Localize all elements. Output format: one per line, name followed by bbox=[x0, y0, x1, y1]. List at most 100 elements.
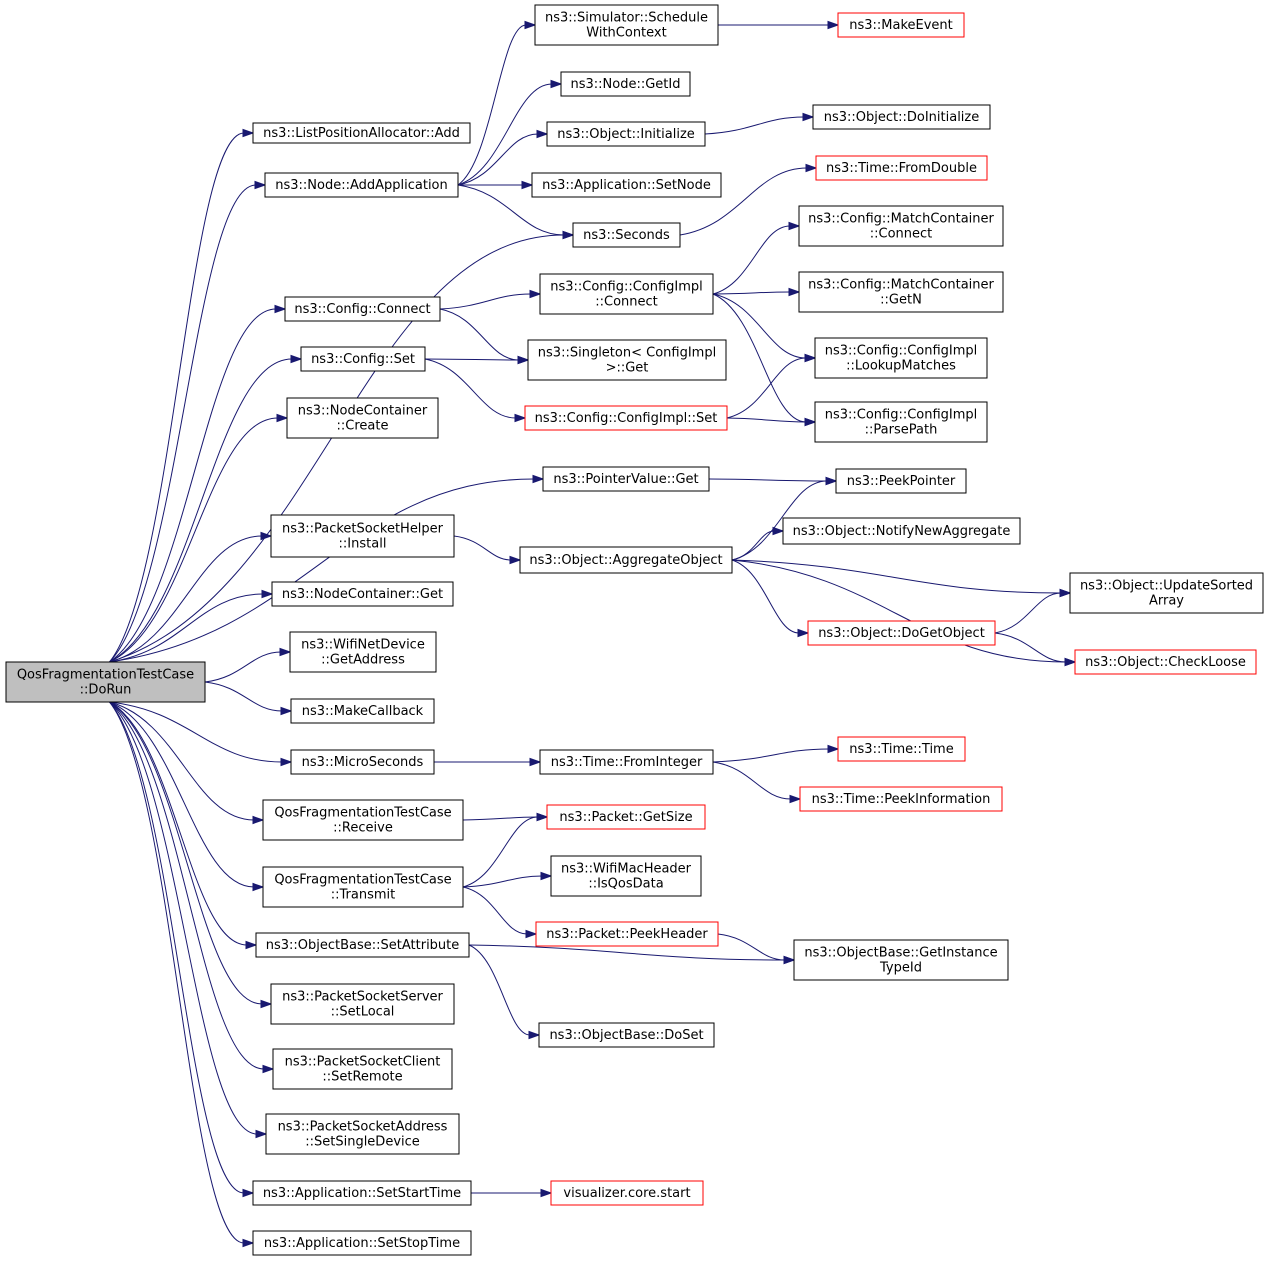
node-obj-doinit[interactable]: ns3::Object::DoInitialize bbox=[812, 104, 991, 130]
edge-root-to-nc-get bbox=[109, 589, 274, 663]
node-obj-dogetobject[interactable]: ns3::Object::DoGetObject bbox=[807, 620, 996, 646]
edge-root-to-psa-setsingle bbox=[109, 701, 268, 1139]
node-node-addapp[interactable]: ns3::Node::AddApplication bbox=[264, 172, 459, 198]
node-app-setnode[interactable]: ns3::Application::SetNode bbox=[531, 172, 722, 198]
edge-cfg-set-to-cfgimpl-set bbox=[424, 358, 527, 423]
node-mc-getn[interactable]: ns3::Config::MatchContainer::GetN bbox=[798, 271, 1004, 313]
node-label: ns3::ListPositionAllocator::Add bbox=[263, 126, 460, 141]
node-cfgimpl-parse[interactable]: ns3::Config::ConfigImpl::ParsePath bbox=[814, 401, 988, 443]
node-box bbox=[814, 337, 988, 379]
node-box bbox=[290, 698, 435, 724]
node-obj-notify[interactable]: ns3::Object::NotifyNewAggregate bbox=[782, 517, 1021, 545]
edge-obj-dogetobject-to-obj-update bbox=[994, 588, 1072, 634]
node-node-getid[interactable]: ns3::Node::GetId bbox=[560, 71, 691, 97]
node-box bbox=[814, 401, 988, 443]
node-time-fromdouble[interactable]: ns3::Time::FromDouble bbox=[815, 155, 988, 181]
node-obj-aggregate[interactable]: ns3::Object::AggregateObject bbox=[519, 546, 733, 574]
node-label: ns3::ObjectBase::GetInstance bbox=[804, 946, 997, 961]
edge-obj-aggregate-to-obj-dogetobject bbox=[731, 559, 810, 638]
node-cfgimpl-lookup[interactable]: ns3::Config::ConfigImpl::LookupMatches bbox=[814, 337, 988, 379]
node-label: ns3::Object::NotifyNewAggregate bbox=[793, 524, 1011, 539]
edge-root-to-app-setstop bbox=[109, 701, 255, 1248]
edge-pv-get-to-peekpointer bbox=[708, 476, 838, 486]
node-microseconds[interactable]: ns3::MicroSeconds bbox=[290, 749, 435, 775]
node-box bbox=[252, 1230, 472, 1256]
edge-root-to-makecallback bbox=[204, 681, 293, 716]
node-box bbox=[252, 122, 471, 144]
node-box bbox=[519, 546, 733, 574]
node-cfgimpl-set[interactable]: ns3::Config::ConfigImpl::Set bbox=[524, 405, 728, 431]
node-label: ::LookupMatches bbox=[846, 359, 956, 374]
node-label: ns3::Object::UpdateSorted bbox=[1080, 579, 1253, 594]
node-app-setstop[interactable]: ns3::Application::SetStopTime bbox=[252, 1230, 472, 1256]
node-label: ns3::Application::SetStartTime bbox=[263, 1186, 461, 1201]
edge-root-to-pss-setlocal bbox=[109, 701, 273, 1009]
node-label: ::ParsePath bbox=[865, 423, 938, 438]
node-time-time[interactable]: ns3::Time::Time bbox=[837, 736, 966, 762]
node-box bbox=[271, 581, 454, 607]
edge-cfgimpl-connect-to-mc-getn bbox=[712, 287, 801, 297]
node-viz-start[interactable]: visualizer.core.start bbox=[550, 1180, 704, 1206]
node-box bbox=[798, 205, 1004, 247]
node-box bbox=[837, 736, 966, 762]
node-makeevent[interactable]: ns3::MakeEvent bbox=[837, 12, 965, 38]
node-time-fromint[interactable]: ns3::Time::FromInteger bbox=[539, 749, 714, 775]
node-wmh-isqos[interactable]: ns3::WifiMacHeader::IsQosData bbox=[550, 855, 702, 897]
node-box bbox=[560, 71, 691, 97]
node-peekpointer[interactable]: ns3::PeekPointer bbox=[835, 468, 967, 494]
node-box bbox=[1069, 572, 1264, 614]
node-obj-checkloose[interactable]: ns3::Object::CheckLoose bbox=[1074, 649, 1257, 675]
node-cfg-connect[interactable]: ns3::Config::Connect bbox=[284, 296, 441, 322]
node-mc-connect[interactable]: ns3::Config::MatchContainer::Connect bbox=[798, 205, 1004, 247]
node-label: ns3::Config::Connect bbox=[294, 302, 430, 317]
node-qos-receive[interactable]: QosFragmentationTestCase::Receive bbox=[262, 799, 464, 841]
node-makecallback[interactable]: ns3::MakeCallback bbox=[290, 698, 435, 724]
node-box bbox=[265, 1113, 460, 1155]
node-box bbox=[284, 296, 441, 322]
node-seconds[interactable]: ns3::Seconds bbox=[572, 222, 681, 248]
node-psc-setremote[interactable]: ns3::PacketSocketClient::SetRemote bbox=[272, 1048, 453, 1090]
node-box bbox=[289, 631, 437, 673]
node-wnd-getaddr[interactable]: ns3::WifiNetDevice::GetAddress bbox=[289, 631, 437, 673]
node-nc-get[interactable]: ns3::NodeContainer::Get bbox=[271, 581, 454, 607]
node-pv-get[interactable]: ns3::PointerValue::Get bbox=[542, 466, 710, 492]
edge-cfgimpl-connect-to-cfgimpl-parse bbox=[712, 293, 817, 427]
node-ob-setattr[interactable]: ns3::ObjectBase::SetAttribute bbox=[255, 932, 470, 958]
node-time-peekinfo[interactable]: ns3::Time::PeekInformation bbox=[799, 786, 1003, 812]
node-nc-create[interactable]: ns3::NodeContainer::Create bbox=[286, 397, 439, 439]
node-label: ::Transmit bbox=[331, 888, 396, 903]
edge-ob-setattr-to-ob-getinst bbox=[468, 944, 796, 965]
node-cfg-set[interactable]: ns3::Config::Set bbox=[300, 346, 426, 372]
node-box bbox=[252, 1180, 472, 1206]
node-ob-doset[interactable]: ns3::ObjectBase::DoSet bbox=[538, 1022, 715, 1048]
node-singleton-get[interactable]: ns3::Singleton< ConfigImpl>::Get bbox=[527, 339, 727, 381]
node-pkt-getsize[interactable]: ns3::Packet::GetSize bbox=[546, 804, 706, 830]
node-box bbox=[524, 405, 728, 431]
node-label: ns3::Object::CheckLoose bbox=[1085, 655, 1246, 670]
node-label: ::Create bbox=[337, 419, 389, 434]
node-lpa-add[interactable]: ns3::ListPositionAllocator::Add bbox=[252, 122, 471, 144]
node-pss-setlocal[interactable]: ns3::PacketSocketServer::SetLocal bbox=[270, 983, 455, 1025]
node-label: ns3::Singleton< ConfigImpl bbox=[538, 346, 716, 361]
node-box bbox=[546, 121, 706, 147]
edge-root-to-wnd-getaddr bbox=[204, 647, 292, 683]
node-psh-install[interactable]: ns3::PacketSocketHelper::Install bbox=[270, 514, 455, 558]
node-box bbox=[527, 339, 727, 381]
node-box bbox=[793, 939, 1009, 981]
node-label: ::GetN bbox=[880, 293, 922, 308]
node-psa-setsingle[interactable]: ns3::PacketSocketAddress::SetSingleDevic… bbox=[265, 1113, 460, 1155]
edge-root-to-qos-receive bbox=[109, 701, 265, 825]
node-qos-transmit[interactable]: QosFragmentationTestCase::Transmit bbox=[262, 866, 464, 908]
node-obj-init[interactable]: ns3::Object::Initialize bbox=[546, 121, 706, 147]
node-app-setstart[interactable]: ns3::Application::SetStartTime bbox=[252, 1180, 472, 1206]
node-box bbox=[534, 4, 719, 46]
node-cfgimpl-connect[interactable]: ns3::Config::ConfigImpl::Connect bbox=[539, 273, 714, 315]
edge-seconds-to-time-fromdouble bbox=[679, 163, 818, 236]
node-box bbox=[538, 1022, 715, 1048]
node-pkt-peekheader[interactable]: ns3::Packet::PeekHeader bbox=[535, 921, 719, 947]
edge-root-to-qos-transmit bbox=[109, 701, 265, 892]
node-label: ns3::Time::Time bbox=[849, 742, 953, 757]
